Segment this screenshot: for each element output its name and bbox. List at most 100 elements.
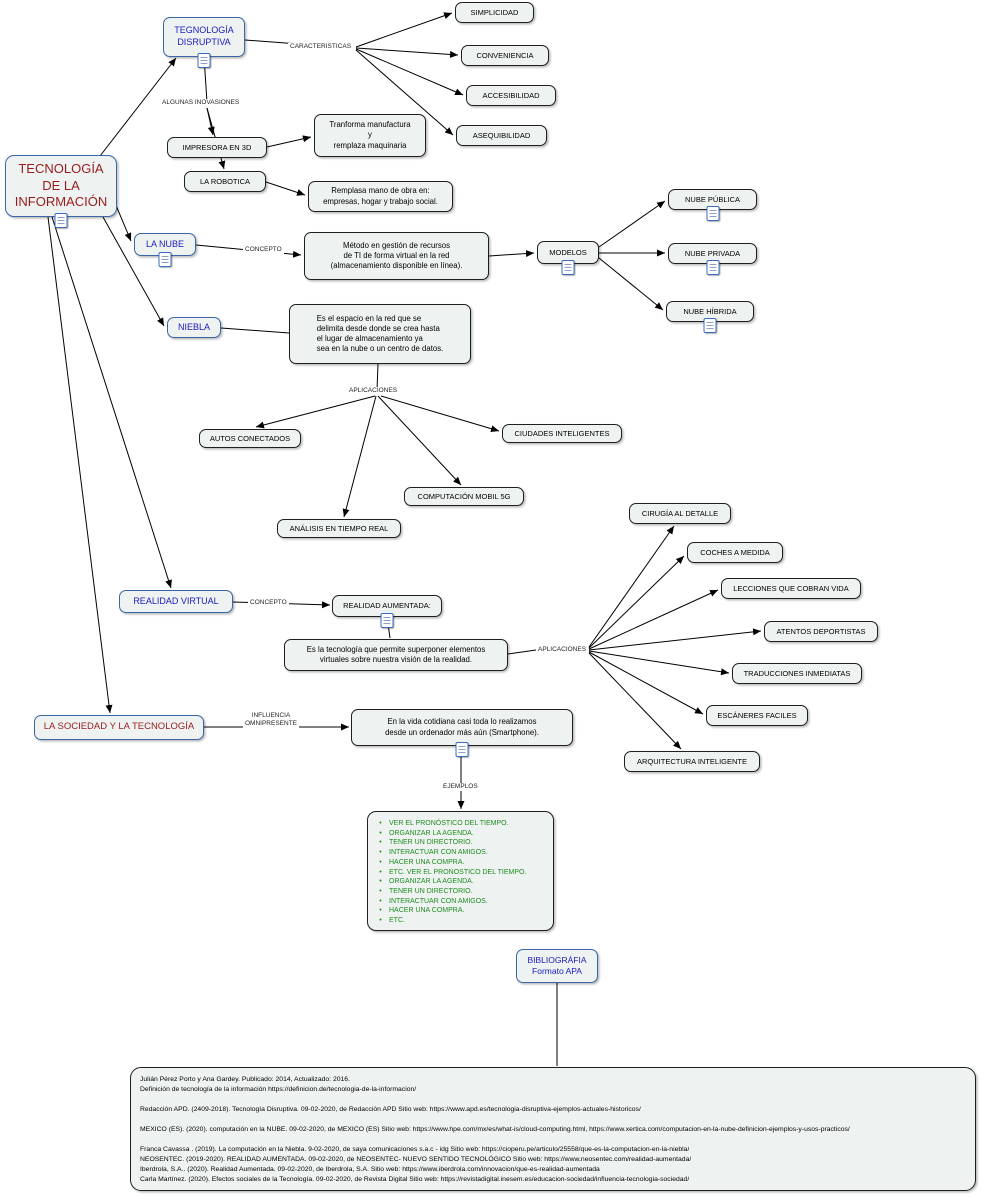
node-analisis-en-tiempo-real-text: ANÁLISIS EN TIEMPO REAL (289, 523, 389, 533)
edge-niebla-descripcion (220, 327, 290, 334)
node-nube-publica[interactable]: NUBE PÚBLICA (668, 189, 757, 221)
node-asequibilidad[interactable]: ASEQUIBILIDAD (456, 125, 547, 146)
node-realidad-virtual-text: REALIDAD VIRTUAL (133, 595, 219, 606)
bullet-icon: • (379, 917, 382, 925)
edge-label-concepto-nube[interactable]: CONCEPTO (243, 246, 284, 255)
node-accesibilidad-text: ACCESIBILIDAD (482, 90, 540, 100)
node-nube-concepto-descripcion[interactable]: Método en gestión de recursos de TI de f… (304, 232, 489, 280)
node-realidad-aumentada-descripcion[interactable]: Es la tecnología que permite superponer … (284, 639, 508, 671)
edge-modelos-hibrida (598, 257, 664, 311)
node-conveniencia[interactable]: CONVENIENCIA (461, 45, 549, 66)
resource-document-icon[interactable] (706, 260, 719, 275)
node-ciudades-inteligentes[interactable]: CIUDADES INTELIGENTES (502, 424, 622, 443)
node-nube-hibrida[interactable]: NUBE HÍBRIDA (666, 301, 754, 333)
bullet-icon: • (379, 858, 382, 866)
resource-document-icon[interactable] (455, 742, 469, 757)
list-item-text: ETC. VER EL PRONOSTICO DEL TIEMPO. (389, 868, 527, 876)
edge-aplicaciones2-coches (588, 555, 685, 649)
node-impresora-descripcion[interactable]: Tranforma manufactura y remplaza maquina… (314, 114, 426, 157)
edge-label-aplicaciones-realidad[interactable]: APLICACIONES (536, 646, 589, 655)
list-item-text: ETC. (389, 917, 405, 925)
edge-caracteristicas-conveniencia (355, 47, 459, 58)
edge-label-caracteristicas-text: CARACTERISTICAS (290, 43, 352, 50)
node-arquitectura-inteligente[interactable]: ARQUITECTURA INTELIGENTE (624, 751, 760, 772)
resource-document-icon[interactable] (706, 206, 719, 221)
node-bibliografia-text: BIBLIOGRÁFIA Formato APA (527, 954, 587, 976)
node-tegnologia-disruptiva-text: TEGNOLOGÍA DISRUPTIVA (174, 25, 234, 47)
list-item: •TENER UN DIRECTORIO. (376, 887, 472, 897)
edge-label-caracteristicas[interactable]: CARACTERISTICAS (288, 43, 354, 52)
resource-document-icon[interactable] (197, 53, 211, 68)
edge-niebla-aplicaciones (376, 363, 379, 391)
list-item: •INTERACTUAR CON AMIGOS. (376, 897, 488, 907)
node-modelos-text: MODELOS (549, 247, 587, 257)
resource-document-icon[interactable] (380, 613, 394, 628)
node-traducciones-inmediatas[interactable]: TRADUCCIONES INMEDIATAS (732, 663, 862, 684)
list-item: • ETC. (376, 916, 405, 926)
node-lecciones-que-cobran-vida[interactable]: LECCIONES QUE COBRAN VIDA (721, 578, 861, 599)
node-computacion-mobil-5g[interactable]: COMPUTACIÓN MOBIL 5G (404, 487, 524, 506)
edge-label-ejemplos[interactable]: EJEMPLOS (441, 783, 480, 792)
node-vida-cotidiana-descripcion-text: En la vida cotidiana casi toda lo realiz… (385, 717, 539, 737)
node-nube-publica-text: NUBE PÚBLICA (684, 194, 741, 204)
bibliography-line: MEXICO (ES). (2020). computación en la N… (140, 1126, 850, 1133)
edge-descripcion-modelos (488, 250, 535, 258)
edge-main-realidad-virtual (51, 216, 172, 589)
node-coches-a-medida-text: COCHES A MEDIDA (700, 547, 770, 557)
edge-label-aplicaciones-realidad-text: APLICACIONES (538, 646, 587, 653)
node-niebla-descripcion-text: Es el espacio en la red que se delimita … (316, 313, 444, 354)
node-atentos-deportistas[interactable]: ATENTOS DEPORTISTAS (764, 621, 878, 642)
node-bibliografia-box[interactable]: Julián Pérez Porto y Ana Gardey. Publica… (130, 1067, 976, 1191)
node-realidad-virtual[interactable]: REALIDAD VIRTUAL (119, 590, 233, 613)
list-item: •HACER UNA COMPRA. (376, 858, 464, 868)
node-vida-cotidiana-descripcion[interactable]: En la vida cotidiana casi toda lo realiz… (351, 709, 573, 757)
edge-aplicaciones-autos (255, 395, 376, 429)
node-nube-privada[interactable]: NUBE PRIVADA (668, 243, 757, 275)
edge-aplicaciones2-escaneres (588, 651, 704, 715)
node-ciudades-inteligentes-text: CIUDADES INTELIGENTES (514, 428, 610, 438)
edge-label-concepto-realidad[interactable]: CONCEPTO (248, 599, 289, 608)
edge-label-algunas-inovasiones[interactable]: ALGUNAS INOVASIONES (160, 99, 242, 108)
node-tegnologia-disruptiva[interactable]: TEGNOLOGÍA DISRUPTIVA (163, 17, 245, 68)
node-computacion-mobil-5g-text: COMPUTACIÓN MOBIL 5G (417, 491, 511, 501)
node-la-nube-text: LA NUBE (145, 238, 185, 249)
node-realidad-aumentada[interactable]: REALIDAD AUMENTADA: (332, 595, 442, 628)
edge-label-aplicaciones-niebla[interactable]: APLICACIONES (347, 387, 400, 396)
edge-caracteristicas-accesibilidad (355, 48, 464, 96)
edge-modelos-publica (598, 200, 666, 248)
resource-document-icon[interactable] (158, 252, 172, 267)
node-analisis-en-tiempo-real[interactable]: ANÁLISIS EN TIEMPO REAL (277, 519, 401, 538)
node-modelos[interactable]: MODELOS (537, 241, 599, 275)
bibliography-line: Redacción APD. (2409-2018). Tecnología D… (140, 1106, 641, 1113)
list-item-text: INTERACTUAR CON AMIGOS. (389, 897, 488, 905)
node-la-sociedad-y-la-tecnologia[interactable]: LA SOCIEDAD Y LA TECNOLOGÍA (34, 715, 204, 740)
edge-caracteristicas-asequibilidad (355, 49, 454, 136)
node-coches-a-medida[interactable]: COCHES A MEDIDA (687, 542, 783, 563)
edge-label-concepto-nube-text: CONCEPTO (245, 246, 282, 253)
node-la-robotica[interactable]: LA ROBOTICA (184, 171, 266, 192)
edge-aplicaciones2-atentos (588, 628, 762, 651)
node-robotica-descripcion[interactable]: Remplasa mano de obra en: empresas, hoga… (308, 181, 453, 212)
node-la-nube[interactable]: LA NUBE (134, 233, 196, 267)
edge-label-influencia-omnipresente[interactable]: INFLUENCIA OMNIPRESENTE (243, 712, 300, 729)
edge-label-concepto-realidad-text: CONCEPTO (250, 599, 287, 606)
edge-label-influencia-omnipresente-text: INFLUENCIA OMNIPRESENTE (245, 712, 298, 728)
resource-document-icon[interactable] (703, 318, 717, 333)
node-escaneres-faciles[interactable]: ESCÁNERES FACILES (706, 705, 808, 726)
node-bibliografia[interactable]: BIBLIOGRÁFIA Formato APA (516, 949, 598, 983)
resource-document-icon[interactable] (561, 260, 575, 275)
node-lista-ejemplos[interactable]: •VER EL PRONÓSTICO DEL TIEMPO.•ORGANIZAR… (367, 811, 554, 931)
node-cirugia-al-detalle[interactable]: CIRUGÍA AL DETALLE (629, 503, 731, 524)
resource-document-icon[interactable] (54, 213, 68, 228)
node-autos-conectados[interactable]: AUTOS CONECTADOS (199, 429, 301, 448)
node-impresora-en-3d[interactable]: IMPRESORA EN 3D (167, 137, 267, 158)
node-niebla-descripcion[interactable]: Es el espacio en la red que se delimita … (289, 304, 471, 364)
node-niebla[interactable]: NIEBLA (167, 317, 221, 338)
node-escaneres-faciles-text: ESCÁNERES FACILES (717, 710, 797, 720)
node-nube-concepto-descripcion-text: Método en gestión de recursos de TI de f… (330, 240, 463, 271)
node-tecnologia-de-la-informacion[interactable]: TECNOLOGÍA DE LA INFORMACIÓN (5, 155, 117, 228)
bibliography-line: Julián Pérez Porto y Ana Gardey. Publica… (140, 1076, 350, 1083)
node-accesibilidad[interactable]: ACCESIBILIDAD (466, 85, 556, 106)
edge-aplicaciones2-arquitectura (588, 652, 682, 750)
node-simplicidad[interactable]: SIMPLICIDAD (455, 2, 534, 23)
